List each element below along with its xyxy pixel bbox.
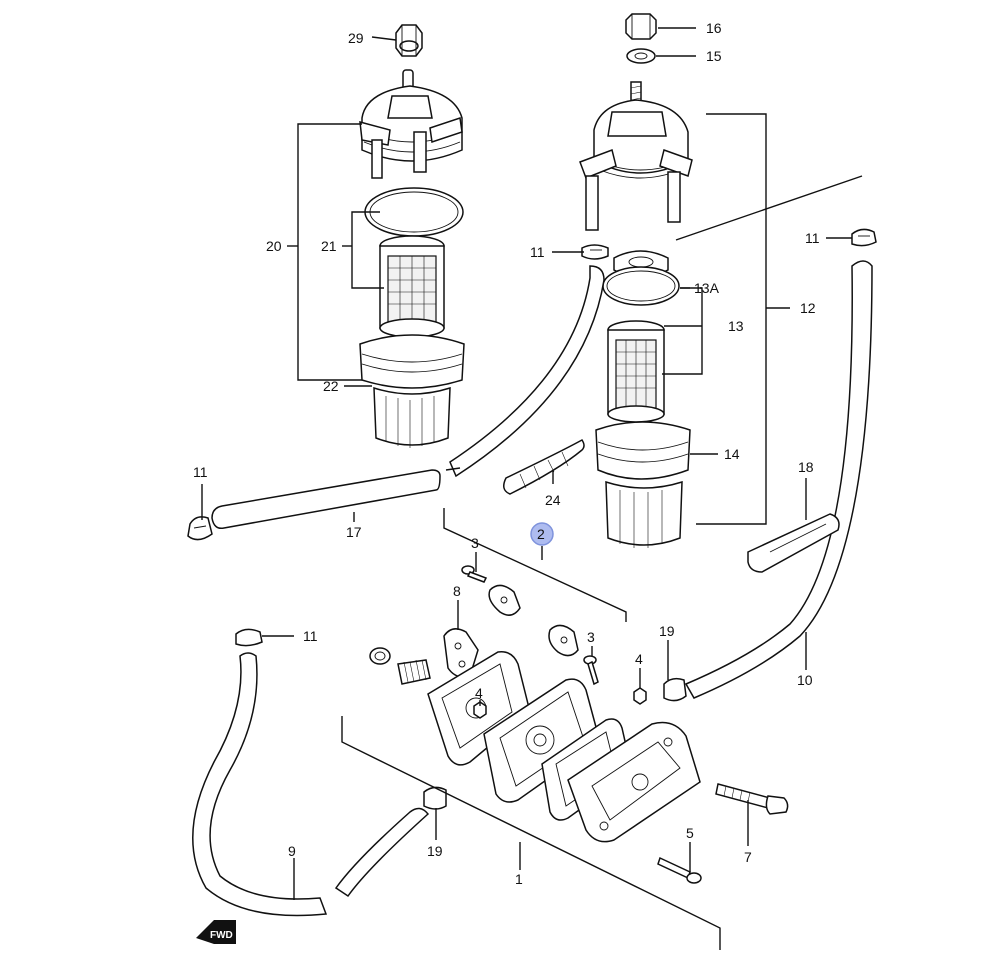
part-14-filter-cup <box>595 421 691 548</box>
part-24-hose-sleeve <box>503 439 585 495</box>
callout-17: 17 <box>346 524 362 540</box>
callout-4-left: 4 <box>475 685 483 701</box>
bracket-20 <box>297 123 384 381</box>
callout-21: 21 <box>321 238 337 254</box>
fwd-label: FWD <box>210 930 233 941</box>
part-4-nut-b <box>633 687 647 705</box>
callout-19-right: 19 <box>659 623 675 639</box>
callout-13a: 13A <box>694 280 720 296</box>
callout-22: 22 <box>323 378 339 394</box>
part-11-clip-left <box>187 516 213 541</box>
callout-5: 5 <box>686 825 694 841</box>
part-21-filter-element <box>379 235 445 338</box>
callout-2-highlight[interactable]: 2 <box>530 522 554 546</box>
callout-24: 24 <box>545 492 561 508</box>
part-11-clip-upper-mid <box>581 244 609 260</box>
hose-upper-s <box>211 265 605 530</box>
part-11-clip-right <box>851 228 877 247</box>
callout-8: 8 <box>453 583 461 599</box>
part-19-clip-right <box>663 677 687 702</box>
callout-18: 18 <box>798 459 814 475</box>
part-13a-seal <box>602 250 680 306</box>
part-29-nut <box>395 24 423 57</box>
callout-12: 12 <box>800 300 816 316</box>
spring-and-washer <box>369 647 431 685</box>
leader-lines <box>201 27 852 900</box>
callout-16: 16 <box>706 20 722 36</box>
part-20-fuel-filter-cap <box>359 69 463 179</box>
part-12-filter-head <box>579 81 693 231</box>
part-18-strap <box>747 513 840 573</box>
callout-11-left: 11 <box>193 464 208 480</box>
callout-2: 2 <box>537 526 545 542</box>
callout-10: 10 <box>797 672 813 688</box>
part-8-plate <box>443 628 479 678</box>
callout-15: 15 <box>706 48 722 64</box>
part-9-hose-lower <box>192 652 430 917</box>
callout-7: 7 <box>744 849 752 865</box>
part-11-clip-lower <box>235 628 263 647</box>
part-16-nut <box>625 13 657 40</box>
bracket-1 <box>341 508 721 950</box>
part-2-diaphragm-cover <box>488 584 521 616</box>
callout-19-lower: 19 <box>427 843 443 859</box>
callout-13: 13 <box>728 318 744 334</box>
part-19-clip-lower <box>423 786 447 810</box>
part-3-screw-upper <box>461 565 488 583</box>
part-7-bolt <box>715 783 789 815</box>
part-22-filter-cup <box>359 334 465 448</box>
callout-11-upper-mid: 11 <box>530 244 545 260</box>
callout-3-mid: 3 <box>587 629 595 645</box>
pump-cover <box>567 721 701 843</box>
forward-arrow-icon: FWD <box>196 920 236 944</box>
callout-29: 29 <box>348 30 364 46</box>
part-15-washer <box>626 48 656 64</box>
callout-11-right: 11 <box>805 230 820 246</box>
part-2-valve-cover <box>548 624 579 657</box>
part-3-screw-mid <box>583 655 599 686</box>
bracket-12 <box>662 113 863 525</box>
callout-9: 9 <box>288 843 296 859</box>
part-5-screw <box>657 856 702 884</box>
callout-14: 14 <box>724 446 740 462</box>
part-10-hose-right <box>684 260 873 699</box>
callout-1: 1 <box>515 871 523 887</box>
callout-11-lower: 11 <box>303 628 318 644</box>
callout-4-right: 4 <box>635 651 643 667</box>
callout-20: 20 <box>266 238 282 254</box>
callout-3-upper: 3 <box>471 535 479 551</box>
part-13-filter-element <box>607 320 665 423</box>
